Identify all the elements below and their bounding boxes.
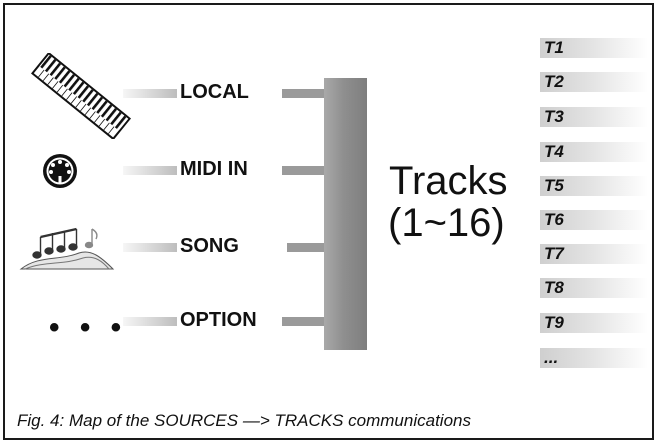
- track-row-more: ...: [540, 348, 648, 368]
- track-row-3: T3: [540, 107, 648, 127]
- track-label: T2: [544, 72, 564, 91]
- source-line-song: [123, 243, 177, 252]
- track-label: T4: [544, 142, 564, 161]
- tracks-title: Tracks: [389, 159, 508, 203]
- figure-caption: Fig. 4: Map of the SOURCES —> TRACKS com…: [17, 412, 471, 429]
- track-row-6: T6: [540, 210, 648, 230]
- figure-frame: • • • LOCAL MIDI IN SONG OPTION Tracks (…: [3, 3, 654, 440]
- source-label-song: SONG: [180, 235, 239, 257]
- track-label: T3: [544, 107, 564, 126]
- keyboard-icon: [31, 51, 131, 141]
- bus-bar: [324, 78, 367, 350]
- track-row-9: T9: [540, 313, 648, 333]
- track-label: T6: [544, 210, 564, 229]
- track-label: T1: [544, 38, 564, 57]
- track-label: T7: [544, 244, 564, 263]
- source-label-midi-in: MIDI IN: [180, 158, 248, 180]
- track-row-2: T2: [540, 72, 648, 92]
- source-label-local: LOCAL: [180, 81, 249, 103]
- connector-midi-in: [282, 166, 324, 175]
- track-row-5: T5: [540, 176, 648, 196]
- source-line-local: [123, 89, 177, 98]
- tracks-range: (1~16): [388, 201, 505, 245]
- track-label: ...: [544, 348, 559, 367]
- source-line-midi-in: [123, 166, 177, 175]
- ellipsis-icon: • • •: [49, 311, 128, 344]
- midi-port-icon: [41, 152, 79, 190]
- source-line-option: [123, 317, 177, 326]
- track-row-4: T4: [540, 142, 648, 162]
- track-label: T9: [544, 313, 564, 332]
- track-label: T5: [544, 176, 564, 195]
- caption-text: : Map of the SOURCES —> TRACKS communica…: [59, 411, 471, 430]
- track-row-1: T1: [540, 38, 648, 58]
- connector-song: [287, 243, 324, 252]
- track-label: T8: [544, 278, 564, 297]
- music-notes-icon: [19, 225, 115, 271]
- figure-number: Fig. 4: [17, 411, 60, 430]
- source-label-option: OPTION: [180, 309, 257, 331]
- connector-local: [282, 89, 324, 98]
- connector-option: [282, 317, 324, 326]
- track-row-8: T8: [540, 278, 648, 298]
- track-row-7: T7: [540, 244, 648, 264]
